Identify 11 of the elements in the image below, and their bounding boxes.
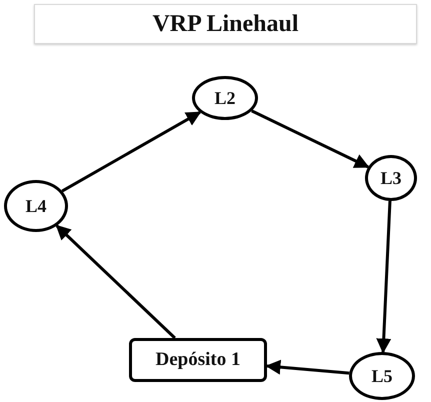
arrow <box>266 360 350 375</box>
location-ellipse: L5 <box>349 352 415 400</box>
location-ellipse: L2 <box>192 76 258 120</box>
arrow <box>56 224 176 340</box>
title-box: VRP Linehaul <box>34 4 417 44</box>
location-ellipse: L3 <box>365 155 417 201</box>
arrow <box>61 111 202 192</box>
location-ellipse: L4 <box>4 180 68 232</box>
arrow <box>376 200 392 354</box>
arrow <box>251 110 370 168</box>
depot-box: Depósito 1 <box>129 338 267 382</box>
